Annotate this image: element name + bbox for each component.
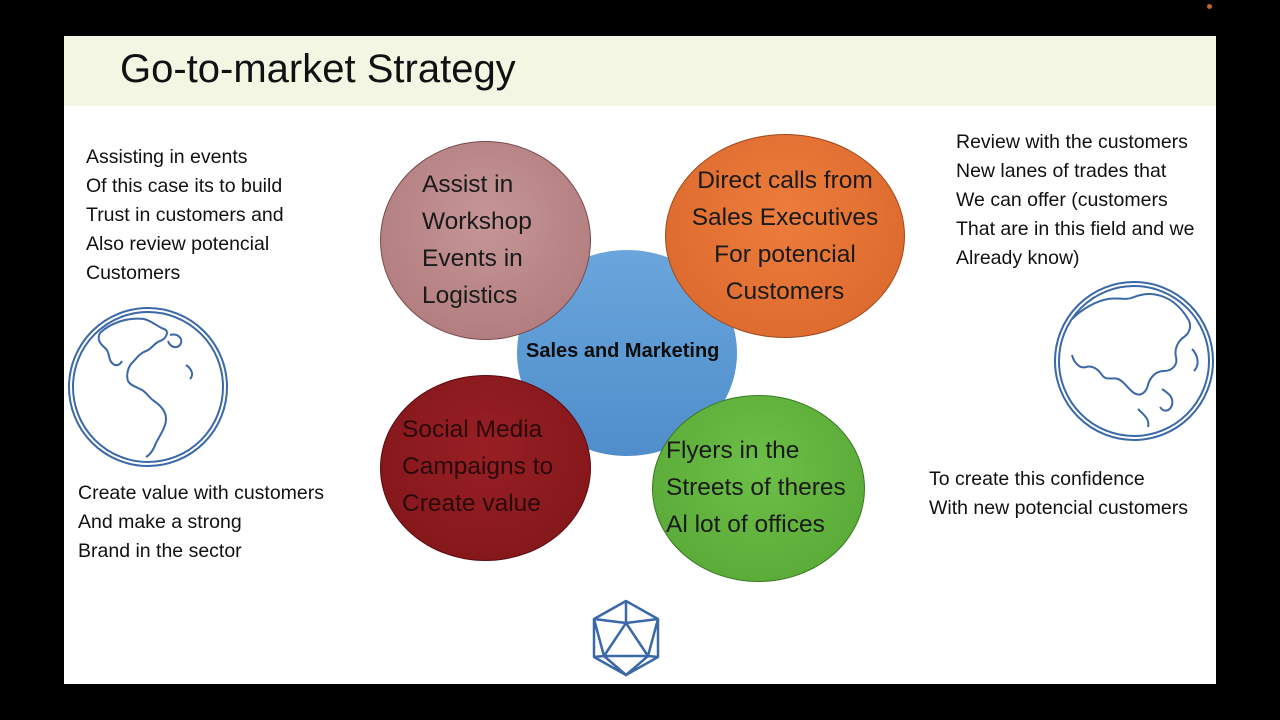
node-line: Events in — [422, 245, 523, 272]
node-line: Social Media — [402, 416, 543, 443]
center-label: Sales and Marketing — [526, 340, 720, 362]
note-line: Trust in customers and — [86, 204, 284, 226]
slide-title: Go-to-market Strategy — [120, 47, 516, 91]
node-line: Al lot of offices — [666, 511, 825, 538]
node-line: Streets of theres — [666, 474, 846, 501]
note-top-left: Assisting in events Of this case its to … — [86, 143, 284, 288]
node-line: Create value — [402, 490, 541, 517]
note-top-right: Review with the customers New lanes of t… — [956, 128, 1194, 273]
node-flyers — [652, 395, 865, 582]
node-line: Assist in — [422, 171, 514, 198]
note-line: That are in this field and we — [956, 218, 1195, 240]
node-line: Flyers in the — [666, 437, 800, 464]
note-line: Brand in the sector — [78, 540, 242, 562]
note-line: Also review potencial — [86, 233, 270, 255]
note-line: Review with the customers — [956, 131, 1188, 153]
node-line: Campaigns to — [402, 453, 554, 480]
node-direct-calls-text: Direct calls from Sales Executives For p… — [686, 162, 884, 310]
node-workshop — [380, 141, 591, 340]
node-social-media-text: Social Media Campaigns to Create value — [402, 411, 553, 522]
note-line: Customers — [86, 262, 181, 284]
node-line: Customers — [725, 278, 845, 305]
note-line: Assisting in events — [86, 146, 248, 168]
note-line: And make a strong — [78, 511, 242, 533]
node-flyers-text: Flyers in the Streets of theres Al lot o… — [666, 432, 846, 543]
icosahedron-icon — [592, 599, 660, 677]
node-line: Sales Executives — [691, 204, 879, 231]
note-line: Create value with customers — [78, 482, 325, 504]
node-social-media — [380, 375, 591, 561]
node-line: Workshop — [422, 208, 532, 235]
note-line: To create this confidence — [929, 468, 1145, 490]
note-line: We can offer (customers — [956, 189, 1168, 211]
title-band: Go-to-market Strategy — [64, 36, 1216, 106]
node-line: Logistics — [422, 282, 518, 309]
note-bottom-left: Create value with customers And make a s… — [78, 479, 324, 566]
globe-americas-icon — [68, 307, 228, 467]
note-line: New lanes of trades that — [956, 160, 1167, 182]
node-workshop-text: Assist in Workshop Events in Logistics — [422, 166, 532, 314]
note-bottom-right: To create this confidence With new poten… — [929, 465, 1188, 523]
node-direct-calls — [665, 134, 905, 338]
slide: Go-to-market Strategy Assisting in event… — [64, 36, 1216, 684]
node-line: For potencial — [714, 241, 856, 268]
note-line: Of this case its to build — [86, 175, 283, 197]
note-line: Already know) — [956, 247, 1080, 269]
note-line: With new potencial customers — [929, 497, 1189, 519]
globe-asia-icon — [1054, 281, 1214, 441]
node-line: Direct calls from — [697, 167, 873, 194]
corner-indicator-dot — [1207, 4, 1212, 9]
